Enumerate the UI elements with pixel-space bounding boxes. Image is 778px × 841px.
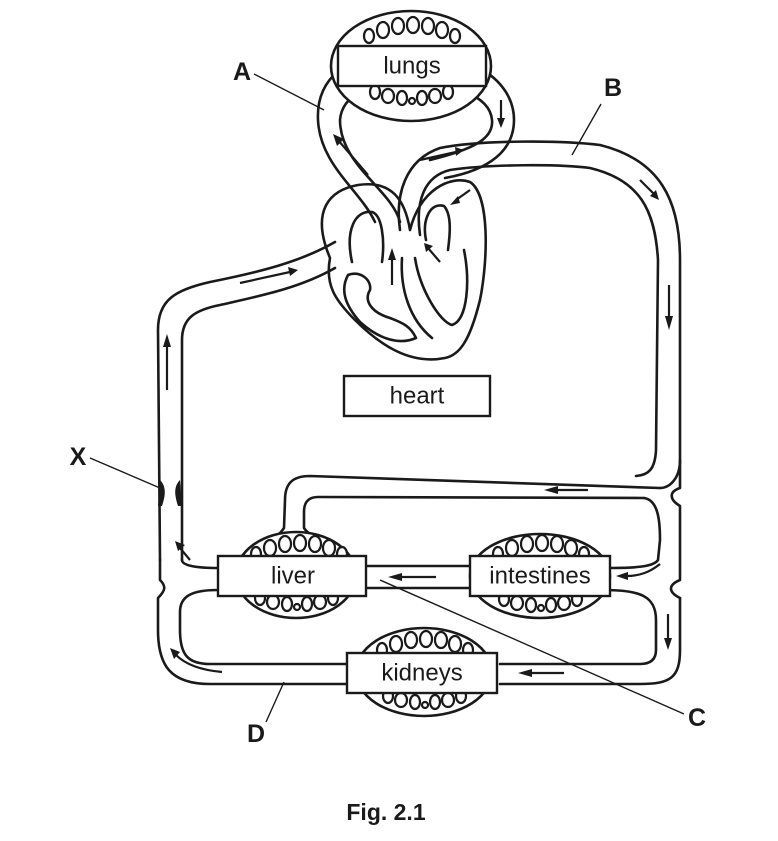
heart-outline [320,179,488,361]
leader-line-X [89,457,161,489]
kidneys-label: kidneys [381,660,462,687]
label-X-group: X [70,443,161,489]
renal-inner [178,588,658,666]
intestine-feed-outer [608,496,662,570]
valve-flap-right [175,480,182,506]
arrow-intestine-in [616,563,661,580]
vena-cava-outer [156,240,337,562]
heart-organ [320,179,488,361]
arrow-renal-vein [170,648,223,674]
arrow-vena-cava-right [239,267,298,285]
arrow-aorta-curve [639,179,659,200]
arrow-hepatic-portal [388,573,436,581]
leader-line-D [265,681,285,723]
septum [400,256,434,340]
label-C: C [688,704,706,732]
right-ventricle-wall [343,272,418,343]
arrow-vena-cava-up [163,334,171,390]
arrow-renal-left [518,669,564,677]
flow-arrows [163,100,673,677]
valve-flap-left [158,480,165,506]
arrow-aorta-top [419,147,464,162]
liver-label: liver [271,563,315,590]
heart-label-group: heart [342,374,492,418]
arrow-renal-down [664,614,672,650]
arrow-heart-right-ventricle [388,248,396,285]
liver-organ: liver [216,530,368,620]
intestines-label: intestines [489,563,590,590]
kidneys-label-box [345,651,499,695]
lungs-label-box [336,44,488,88]
vena-cava [156,240,337,562]
aorta-inner [417,163,660,478]
label-C-group: C [379,579,706,732]
intestines-organ: intestines [468,532,612,620]
hepatic-portal-vein [364,564,472,590]
liver-label-box [216,554,368,598]
label-A-group: A [233,58,325,111]
arrow-aorta-descending [665,285,673,330]
arrow-lung-return [497,100,505,128]
renal-circulation [156,558,682,686]
liver-to-vena-cava [180,558,220,570]
figure-caption: Fig. 2.1 [346,799,425,825]
lungs-label: lungs [383,53,440,80]
left-ventricle-wall [413,248,469,327]
gut-artery-inner [302,495,646,542]
kidneys-organ: kidneys [345,626,499,718]
label-B: B [604,74,622,102]
heart-label-box [342,374,492,418]
label-B-group: B [571,74,622,156]
arrow-liver-out [175,541,191,561]
vena-cava-inner [180,266,337,562]
arrow-heart-left-ventricle [424,243,441,263]
gut-artery-outer [268,474,662,542]
heart-label: heart [390,383,445,410]
intestines-label-box [468,554,612,598]
arrow-heart-pulmonary-vein [450,189,471,205]
leader-line-C [379,579,685,715]
branch-outer-right [669,458,682,600]
left-atrium-wall [423,204,452,252]
right-atrium-wall [348,210,385,264]
label-D-group: D [247,681,285,748]
lungs-organ: lungs [329,9,493,123]
label-A: A [233,58,251,86]
arrow-lung-out [333,134,369,176]
arrow-gut-artery [544,486,588,494]
label-X: X [70,443,87,471]
aorta [397,140,682,490]
leader-line-A [253,73,325,111]
label-D: D [247,720,265,748]
vein-valve-x [158,480,182,506]
leader-line-B [571,103,602,156]
renal-outer [156,558,682,686]
